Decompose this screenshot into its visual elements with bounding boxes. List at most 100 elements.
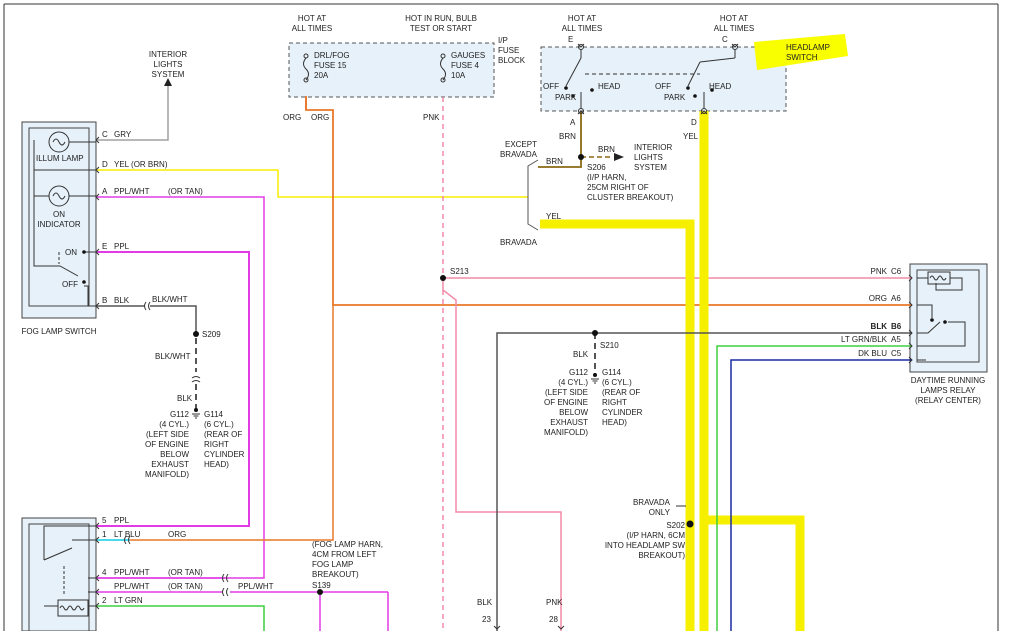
- hot-all-times-2-l2: ALL TIMES: [562, 24, 602, 33]
- g112-left-l4: OF ENGINE: [145, 440, 189, 449]
- fog-switch-off: OFF: [62, 280, 78, 289]
- splice-s213-label: S213: [450, 267, 469, 276]
- wire-label-blk-wht-1: BLK/WHT: [152, 295, 188, 304]
- fog-harness-l3: FOG LAMP: [312, 560, 353, 569]
- bottom-pnk: PNK: [546, 598, 563, 607]
- fog-relay-pin-4-color: PPL/WHT: [114, 568, 150, 577]
- fog-relay-pin-2-color: LT GRN: [114, 596, 143, 605]
- arrow-interior-lights-top: [164, 78, 172, 86]
- wire-gry: [96, 86, 169, 141]
- splice-s210-label: S210: [600, 341, 619, 350]
- fuse-gauges-l1: GAUGES: [451, 51, 485, 60]
- fuse-drl-fog-l3: 20A: [314, 71, 329, 80]
- wire-blk-drl: [496, 332, 912, 631]
- interior-lights-mid-l1: INTERIOR: [634, 143, 672, 152]
- headlamp-off-1: OFF: [543, 82, 559, 91]
- drl-pin-c5-color: DK BLU: [858, 349, 887, 358]
- g114-left-l1: G114: [204, 410, 224, 419]
- splice-s139: [317, 589, 323, 595]
- wire-pnk-down: [442, 278, 562, 631]
- g112-left-l3: (LEFT SIDE: [146, 430, 189, 439]
- splice-s202-l1: S202: [666, 521, 685, 530]
- drl-relay-title-l2: LAMPS RELAY: [921, 386, 977, 395]
- fog-relay-pin-4: 4: [102, 568, 107, 577]
- g114-mid-l4: RIGHT: [602, 398, 627, 407]
- wire-label-blk-wht-2: BLK/WHT: [155, 352, 191, 361]
- on-indicator-l2: INDICATOR: [37, 220, 80, 229]
- g112-mid-l3: (LEFT SIDE: [545, 388, 588, 397]
- fog-pin-b-color: BLK: [114, 296, 130, 305]
- splice-s202-l2: (I/P HARN, 6CM: [626, 531, 685, 540]
- wire-lt-grn-blk: [716, 345, 912, 631]
- g112-mid-l2: (4 CYL.): [558, 378, 588, 387]
- except-bravada-l1: EXCEPT: [505, 140, 537, 149]
- wire-label-blk-ground-mid: BLK: [573, 350, 589, 359]
- ground-g112-mid-dot: [593, 373, 597, 377]
- headlamp-park-1: PARK: [555, 93, 577, 102]
- g112-mid-l4: OF ENGINE: [544, 398, 588, 407]
- wire-dk-blu: [730, 359, 912, 631]
- splice-s213: [440, 275, 446, 281]
- drl-relay-internals: [917, 271, 966, 361]
- bottom-pin-23: 23: [482, 615, 491, 624]
- splice-dots: [193, 154, 694, 595]
- interior-lights-mid-l3: SYSTEM: [634, 163, 667, 172]
- wire-brn-a: [538, 111, 582, 168]
- g112-mid-l5: BELOW: [559, 408, 588, 417]
- fog-switch-on: ON: [65, 248, 77, 257]
- g112-mid-l7: MANIFOLD): [544, 428, 588, 437]
- ip-fuse-block-l3: BLOCK: [498, 56, 526, 65]
- headlamp-switch-internals: [565, 44, 738, 114]
- fog-relay-pin-3-color: PPL/WHT: [114, 582, 150, 591]
- fuse-symbols: [303, 53, 446, 83]
- fog-relay-internals: [43, 525, 96, 617]
- headlamp-head-1: HEAD: [598, 82, 620, 91]
- headlamp-pin-e: E: [568, 35, 573, 44]
- fog-relay-org: ORG: [168, 530, 186, 539]
- ground-symbols: [192, 378, 599, 419]
- splice-s206: [578, 154, 584, 160]
- fog-pin-a: A: [102, 187, 108, 196]
- headlamp-pin-c: C: [722, 35, 728, 44]
- splice-s139-label: S139: [312, 581, 331, 590]
- g112-mid-l6: EXHAUST: [550, 418, 588, 427]
- drl-relay-inner: [916, 269, 980, 363]
- wire-ppl-wht-s139: [230, 591, 321, 631]
- headlamp-switch-label-l2: SWITCH: [786, 53, 818, 62]
- bravada-label: BRAVADA: [500, 238, 538, 247]
- ground-g112-left-dot: [194, 408, 198, 412]
- g112-left-l6: EXHAUST: [151, 460, 189, 469]
- fog-relay-ppl-wht-right: PPL/WHT: [238, 582, 274, 591]
- hot-all-times-1-l1: HOT AT: [298, 14, 326, 23]
- wire-blk-wht-1: [150, 305, 197, 334]
- interior-lights-top-l1: INTERIOR: [149, 50, 187, 59]
- fog-lamp-switch-title: FOG LAMP SWITCH: [22, 327, 97, 336]
- bravada-bracket: [527, 159, 539, 231]
- drl-pin-a5-color: LT GRN/BLK: [841, 335, 888, 344]
- wire-label-yel-d: YEL: [683, 132, 699, 141]
- g112-left-l2: (4 CYL.): [159, 420, 189, 429]
- arrow-interior-lights-mid: [614, 153, 624, 161]
- interior-lights-top-l3: SYSTEM: [152, 70, 185, 79]
- headlamp-switch-label-l1: HEADLAMP: [786, 43, 830, 52]
- headlamp-pin-d: D: [691, 118, 697, 127]
- wire-lt-grn: [96, 605, 265, 631]
- fog-switch-contacts: [82, 250, 86, 284]
- fog-pin-c-color: GRY: [114, 130, 132, 139]
- wire-label-brn-a: BRN: [559, 132, 576, 141]
- fuse-block-box: [288, 42, 495, 98]
- g112-left-l7: MANIFOLD): [145, 470, 189, 479]
- fog-relay-box: [21, 517, 97, 631]
- g114-left-l2: (6 CYL.): [204, 420, 234, 429]
- bravada-only-l2: ONLY: [649, 508, 671, 517]
- wire-label-yel-bravada: YEL: [546, 212, 562, 221]
- fog-pin-d-color: YEL (OR BRN): [114, 160, 168, 169]
- wire-label-brn-b: BRN: [546, 157, 563, 166]
- hot-all-times-3-l2: ALL TIMES: [714, 24, 754, 33]
- splice-s210: [592, 330, 598, 336]
- headlamp-off-2: OFF: [655, 82, 671, 91]
- fuse-drl-fog-l2: FUSE 15: [314, 61, 347, 70]
- wire-yel-bravada: [540, 219, 695, 631]
- fog-relay-or-tan-2: (OR TAN): [168, 582, 203, 591]
- hot-all-times-2-l1: HOT AT: [568, 14, 596, 23]
